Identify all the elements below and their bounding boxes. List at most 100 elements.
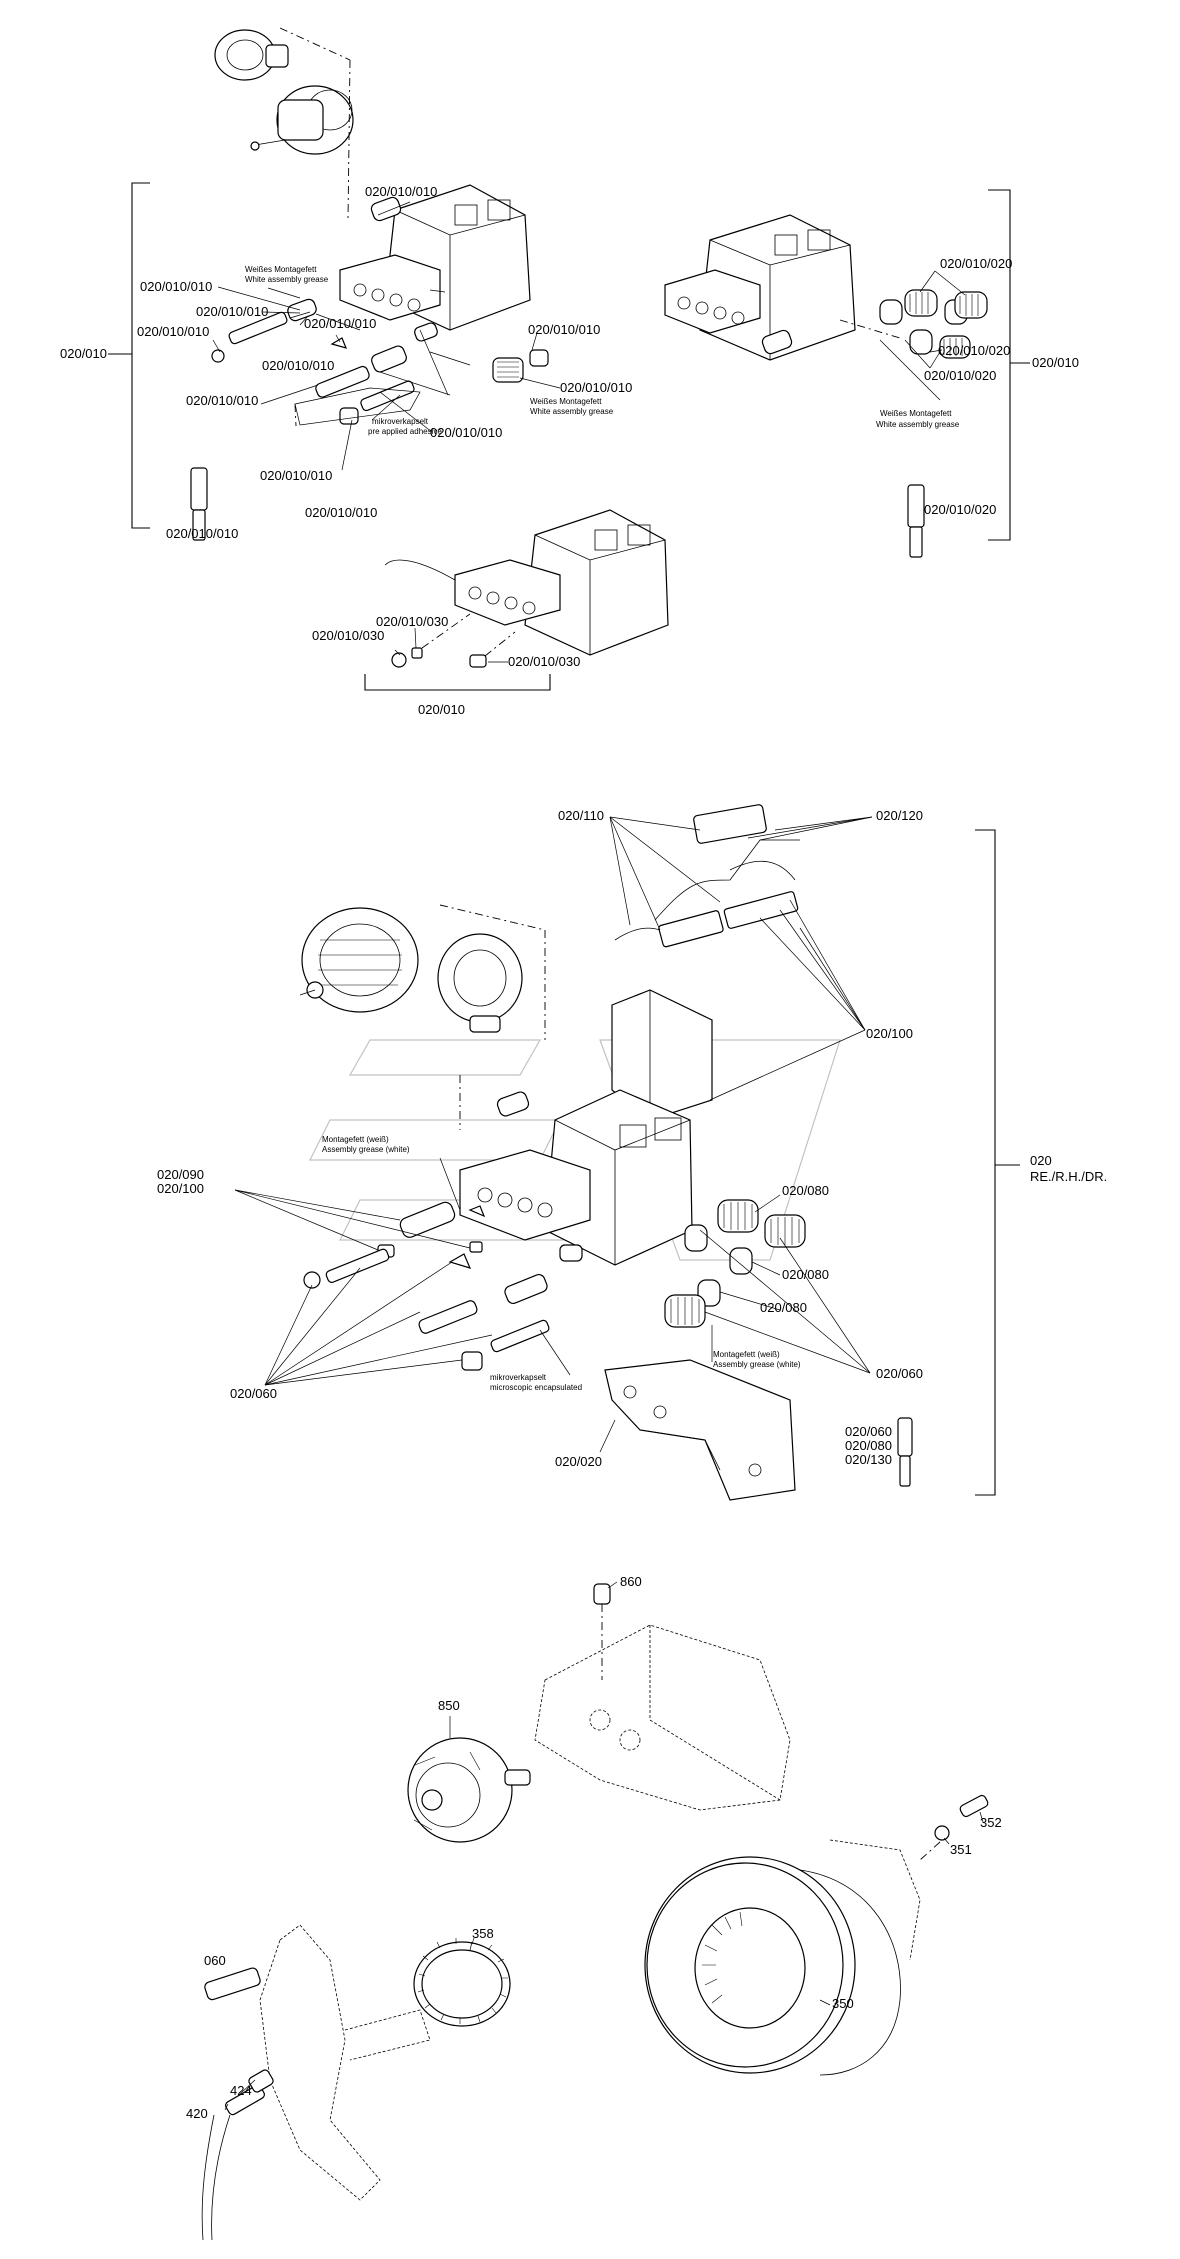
- labels-c: 020/010/030 020/010/030 020/010/030 020/…: [312, 614, 580, 717]
- small-parts-d: [303, 1201, 583, 1371]
- note-a-grease2-en: White assembly grease: [530, 407, 614, 416]
- note-b-grease-de: Weißes Montagefett: [880, 409, 952, 418]
- label-a12: 020/010/010: [560, 380, 632, 395]
- phantom-caliper-drawing: [534, 1624, 791, 1811]
- label-e420: 420: [186, 2106, 208, 2121]
- note-d-micro-de: mikroverkapselt: [490, 1373, 547, 1382]
- caliper-carrier-drawing: [604, 1359, 796, 1501]
- leaders-c: [394, 627, 508, 663]
- note-d-grease2-de: Montagefett (weiß): [713, 1350, 780, 1359]
- brake-pad-drawing: [611, 989, 713, 1121]
- labels-a: 020/010/010 020/010/010 020/010/010 020/…: [60, 184, 632, 541]
- sensor-420-cable: [201, 2114, 231, 2241]
- boots-b: [839, 289, 988, 359]
- section-a-caliper-kit: 020/010/010 020/010/010 020/010/010 020/…: [60, 27, 632, 541]
- label-a2: 020/010/010: [140, 279, 212, 294]
- labels-e: 860 850 352 351 358 060 350 424 420: [186, 1574, 1002, 2121]
- note-d-grease-de: Montagefett (weiß): [322, 1135, 389, 1144]
- cap-860: [593, 1583, 611, 1605]
- small-parts-a: [190, 298, 549, 541]
- abs-ring-358-drawing: [413, 1937, 511, 2027]
- leaders-e: [224, 1581, 984, 2111]
- label-a6: 020/010/010: [262, 358, 334, 373]
- note-d-grease-en: Assembly grease (white): [322, 1145, 410, 1154]
- brake-disc-350-drawing: [644, 1856, 901, 2076]
- label-d060c: 020/060: [845, 1424, 892, 1439]
- note-a-grease-de: Weißes Montagefett: [245, 265, 317, 274]
- labels-b: 020/010/020 020/010/020 020/010/020 020/…: [876, 256, 1079, 517]
- label-a10: 020/010/010: [430, 425, 502, 440]
- label-d-bracket-1: 020: [1030, 1153, 1052, 1168]
- note-a-grease2-de: Weißes Montagefett: [530, 397, 602, 406]
- leaders-b: [879, 270, 966, 401]
- note-a-micro-de: mikroverkapselt: [372, 417, 429, 426]
- brake-chamber-drawing: [214, 27, 354, 221]
- bolt-060: [204, 1967, 261, 2001]
- washer-351: [934, 1825, 950, 1841]
- label-a4: 020/010/010: [137, 324, 209, 339]
- label-d110: 020/110: [558, 808, 604, 823]
- bracket-a: [108, 182, 150, 529]
- label-d080d: 020/080: [845, 1438, 892, 1453]
- label-d120: 020/120: [876, 808, 923, 823]
- section-c-caliper-kit: 020/010/030 020/010/030 020/010/030 020/…: [312, 509, 669, 717]
- note-a-micro-en: pre applied adhesive: [368, 427, 442, 436]
- label-d-bracket-2: RE./R.H./DR.: [1030, 1169, 1107, 1184]
- label-b3: 020/010/020: [924, 368, 996, 383]
- labels-d: 020/110 020/120 020/100 020/090 020/100 …: [157, 808, 1107, 1469]
- label-a13: 020/010/010: [166, 526, 238, 541]
- label-d100: 020/100: [866, 1026, 913, 1041]
- label-a5: 020/010/010: [304, 316, 376, 331]
- grease-tube-d: [897, 1417, 913, 1457]
- label-b4: 020/010/020: [924, 502, 996, 517]
- label-a7: 020/010/010: [186, 393, 258, 408]
- label-e351: 351: [950, 1842, 972, 1857]
- label-e060: 060: [204, 1953, 226, 1968]
- label-d090a: 020/090: [157, 1167, 204, 1182]
- label-e424: 424: [230, 2083, 252, 2098]
- label-a8: 020/010/010: [260, 468, 332, 483]
- label-b1: 020/010/020: [940, 256, 1012, 271]
- label-e850: 850: [438, 1698, 460, 1713]
- label-d080a: 020/080: [782, 1183, 829, 1198]
- label-c2: 020/010/030: [376, 614, 448, 629]
- caliper-d-drawing: [459, 1089, 693, 1266]
- section-b-caliper-kit: 020/010/020 020/010/020 020/010/020 020/…: [664, 189, 1079, 558]
- caliper-a-drawing: [339, 184, 531, 331]
- phantom-hub: [829, 1839, 921, 1961]
- label-c3: 020/010/030: [508, 654, 580, 669]
- label-e358: 358: [472, 1926, 494, 1941]
- label-d060a: 020/060: [230, 1386, 277, 1401]
- label-a3: 020/010/010: [196, 304, 268, 319]
- section-d-caliper-assembly: 020/110 020/120 020/100 020/090 020/100 …: [157, 804, 1107, 1501]
- note-d-micro-en: microscopic encapsulated: [490, 1383, 582, 1392]
- label-b-bracket: 020/010: [1032, 355, 1079, 370]
- label-e352: 352: [980, 1815, 1002, 1830]
- label-c-bracket: 020/010: [418, 702, 465, 717]
- label-d060b: 020/060: [876, 1366, 923, 1381]
- label-c1: 020/010/030: [312, 628, 384, 643]
- label-e350: 350: [832, 1996, 854, 2011]
- label-a9: 020/010/010: [305, 505, 377, 520]
- label-d090b: 020/100: [157, 1181, 204, 1196]
- pad-wear-sensor-drawing: [614, 804, 800, 948]
- label-a11: 020/010/010: [528, 322, 600, 337]
- leaders-a: [212, 201, 561, 471]
- label-d080b: 020/080: [782, 1267, 829, 1282]
- label-e860: 860: [620, 1574, 642, 1589]
- label-d130: 020/130: [845, 1452, 892, 1467]
- label-b2: 020/010/020: [938, 343, 1010, 358]
- leaders-d: [234, 816, 873, 1453]
- note-a-grease-en: White assembly grease: [245, 275, 329, 284]
- label-a-bracket: 020/010: [60, 346, 107, 361]
- note-d-grease2-en: Assembly grease (white): [713, 1360, 801, 1369]
- boots-d: [664, 1199, 806, 1328]
- brake-chamber-850-drawing: [407, 1737, 531, 1843]
- brake-chamber-d-drawing: [299, 904, 546, 1130]
- screw-352: [959, 1794, 989, 1818]
- label-a1: 020/010/010: [365, 184, 437, 199]
- label-d080c: 020/080: [760, 1300, 807, 1315]
- section-e-disc-assembly: 860 850 352 351 358 060 350 424 420: [186, 1574, 1002, 2241]
- note-b-grease-en: White assembly grease: [876, 420, 960, 429]
